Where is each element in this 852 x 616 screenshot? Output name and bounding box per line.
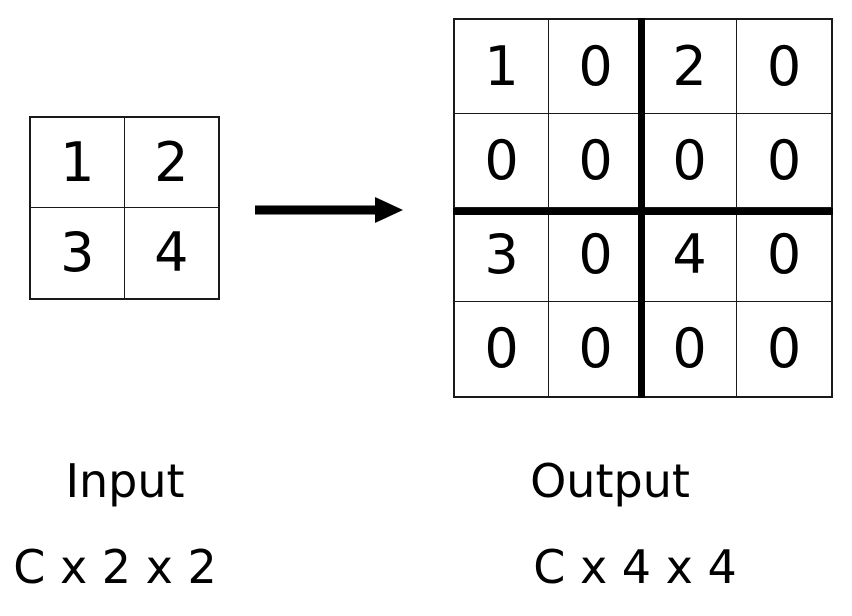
output-cell: 0 [643,302,737,396]
output-cell: 2 [643,20,737,114]
output-cell: 4 [643,208,737,302]
output-cell: 1 [455,20,549,114]
input-cell: 1 [31,118,125,208]
output-cell: 0 [737,208,831,302]
output-title-label: Output [530,454,690,508]
input-matrix: 1 2 3 4 [29,116,220,300]
input-cell: 4 [154,221,189,284]
output-cell: 0 [549,114,643,208]
output-cell: 0 [549,302,643,396]
output-cell: 0 [455,114,549,208]
output-cell: 0 [766,317,802,380]
output-block-divider-horizontal [453,208,833,215]
output-cell: 0 [737,20,831,114]
output-cell: 3 [455,208,549,302]
output-cell: 0 [549,208,643,302]
output-cell: 0 [549,20,643,114]
input-cell: 3 [31,208,125,298]
input-cell: 2 [124,118,218,208]
output-cell: 0 [737,114,831,208]
right-arrow-icon [255,192,405,228]
input-title-label: Input [65,454,185,508]
output-shape-label: C x 4 x 4 [533,540,737,594]
output-cell: 0 [643,114,737,208]
output-cell: 0 [455,302,549,396]
input-shape-label: C x 2 x 2 [13,540,217,594]
